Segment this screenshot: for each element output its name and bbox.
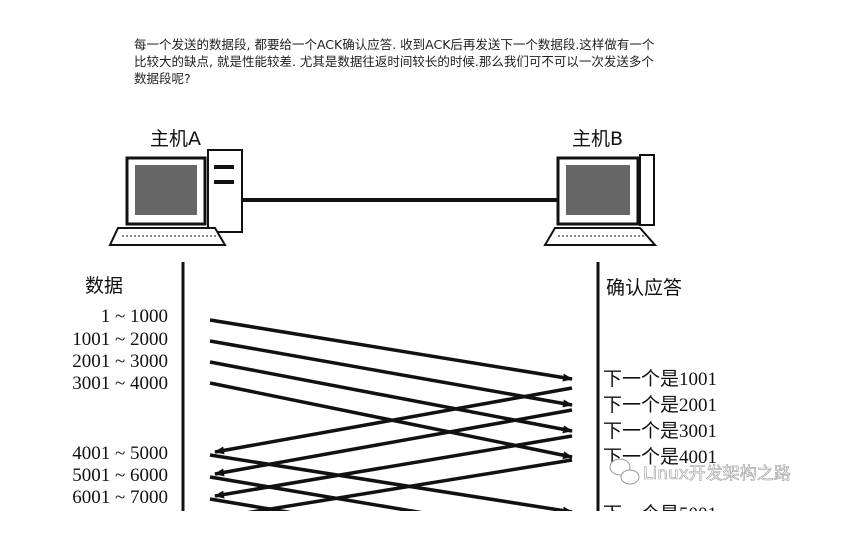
wechat-icon: [609, 458, 640, 485]
watermark: Linux开发架构之路: [609, 458, 791, 485]
ack-label: 下一个是5001: [603, 503, 717, 525]
computer-a-icon: [108, 149, 243, 246]
intro-paragraph: 每一个发送的数据段, 都要给一个ACK确认应答. 收到ACK后再发送下一个数据段…: [134, 37, 655, 86]
data-arrow: [209, 453, 573, 511]
data-segment-label: 4001 ~ 5000: [72, 443, 168, 464]
data-segment-label: 1 ~ 1000: [101, 306, 168, 327]
host-a-label: 主机A: [150, 128, 201, 150]
data-arrow: [209, 339, 573, 408]
ack-label: 下一个是4001: [603, 446, 717, 468]
data-segment-label: 2001 ~ 3000: [72, 351, 168, 372]
data-arrow: [209, 475, 423, 511]
data-segment-label: 5001 ~ 6000: [72, 465, 168, 486]
svg-text:Linux开发架构之路: Linux开发架构之路: [643, 464, 791, 484]
data-segment-label: 7001 ~ 8000: [72, 508, 168, 529]
data-arrow: [209, 318, 573, 382]
data-segment-label: 1001 ~ 2000: [72, 329, 168, 350]
ack-label: 下一个是1001: [603, 368, 717, 390]
ack-arrow: [214, 386, 573, 455]
data-segment-label: 6001 ~ 7000: [72, 487, 168, 508]
ack-label: 下一个是3001: [603, 420, 717, 442]
ack-arrow: [214, 434, 573, 499]
host-b-label: 主机B: [572, 128, 623, 150]
computer-b-icon: [543, 154, 658, 246]
data-segment-label: 3001 ~ 4000: [72, 373, 168, 394]
ack-label: 下一个是2001: [603, 394, 717, 416]
ack-arrow: [214, 408, 573, 477]
data-arrow: [209, 497, 292, 511]
data-heading: 数据: [85, 275, 123, 297]
ack-heading: 确认应答: [606, 277, 682, 299]
